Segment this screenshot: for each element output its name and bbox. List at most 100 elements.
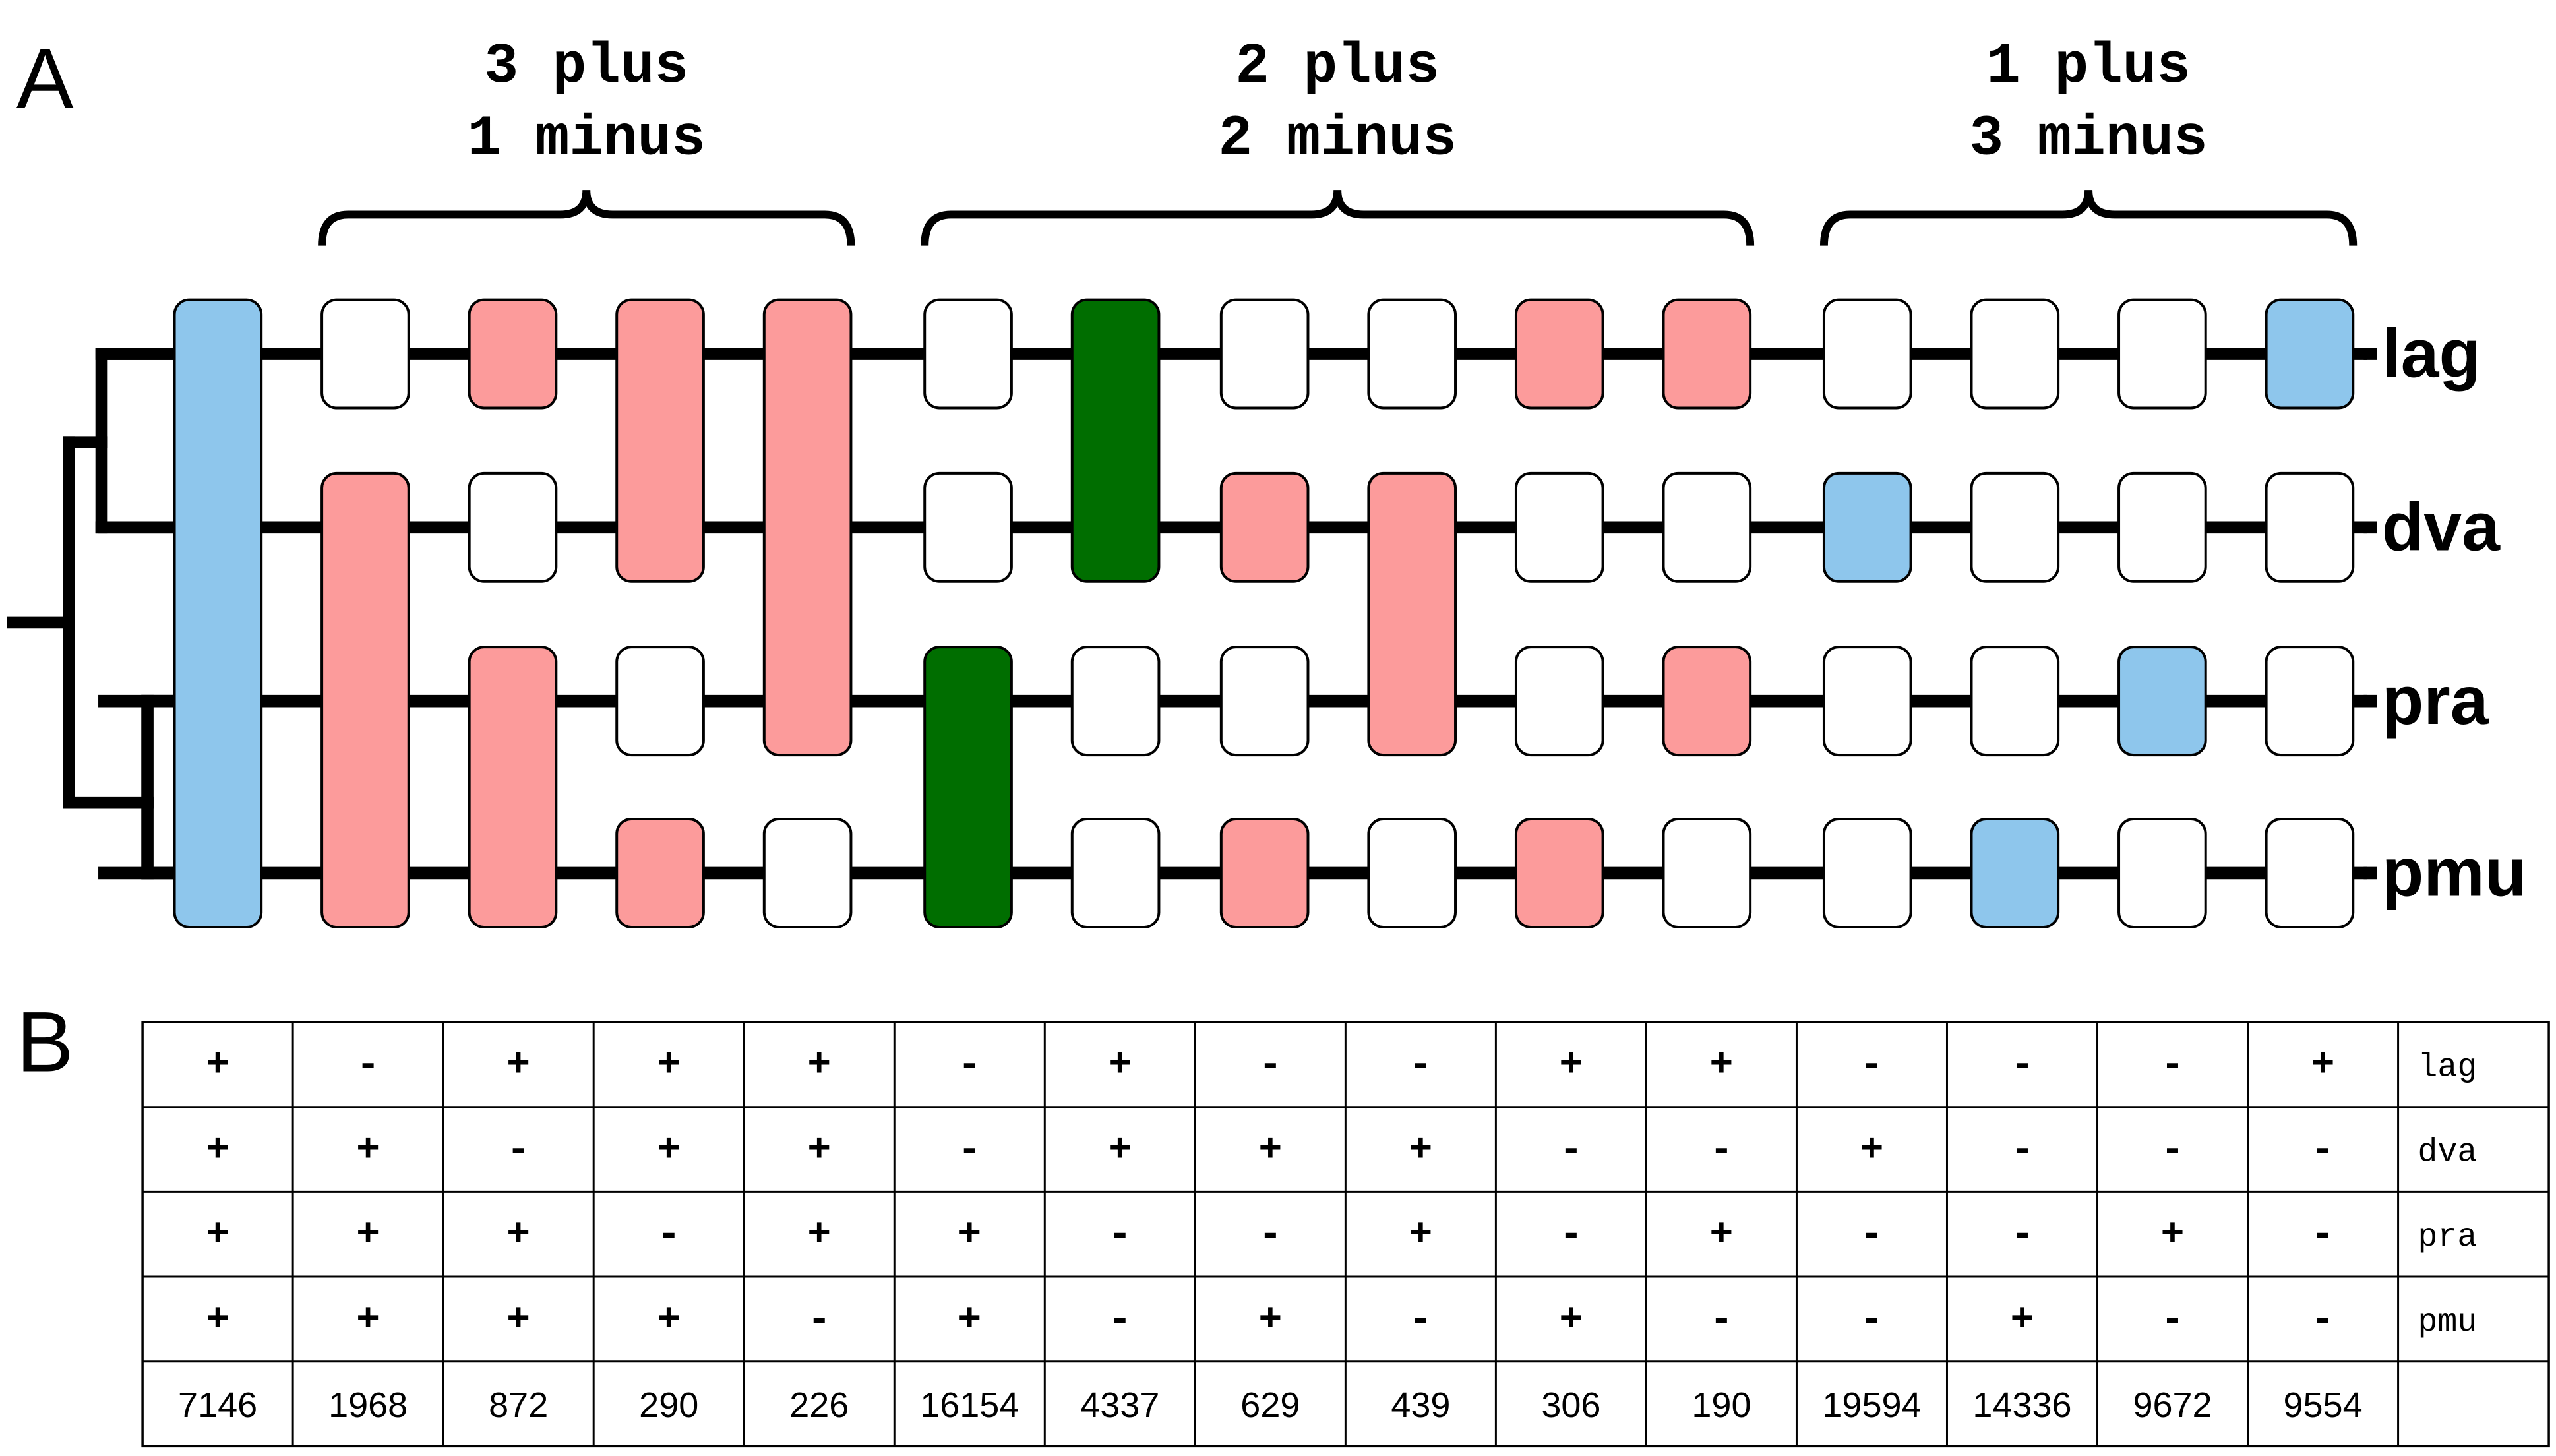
table-cell-count: 14336: [1972, 1385, 2071, 1425]
presence-box: [762, 298, 853, 757]
table-cell-sign: +: [1709, 1044, 1733, 1089]
absence-box: [1367, 818, 1457, 928]
table-cell-sign: -: [1108, 1213, 1132, 1258]
table-cell-sign: -: [807, 1298, 831, 1343]
absence-box: [2265, 646, 2355, 757]
table-cell-sign: -: [1108, 1298, 1132, 1343]
absence-box: [320, 298, 410, 410]
table-cell-sign: +: [807, 1044, 831, 1089]
table-cell-count: 629: [1240, 1385, 1300, 1425]
table-cell-sign: +: [2311, 1044, 2335, 1089]
presence-table: ++++7146-+++1968+-++872++-+290+++-226--+…: [141, 1021, 2550, 1448]
table-cell-sign: +: [206, 1128, 229, 1173]
table-cell-count: 439: [1391, 1385, 1450, 1425]
table-cell-sign: -: [1860, 1044, 1883, 1089]
table-cell-sign: -: [2311, 1213, 2335, 1258]
phylogenetic-tree: [7, 348, 187, 880]
panel-b-label: B: [16, 994, 74, 1090]
table-cell-sign: -: [2311, 1298, 2335, 1343]
table-species-lag: lag: [2418, 1049, 2477, 1087]
absence-box: [923, 471, 1013, 583]
table-cell-sign: +: [506, 1213, 530, 1258]
table-cell-count: 872: [489, 1385, 548, 1425]
table-cell-sign: +: [807, 1128, 831, 1173]
table-cell-sign: -: [958, 1044, 981, 1089]
table-cell-sign: -: [958, 1128, 981, 1173]
table-cell-sign: +: [958, 1298, 981, 1343]
table-species-pmu: pmu: [2418, 1304, 2477, 1341]
table-cell-sign: +: [657, 1298, 681, 1343]
presence-box: [2265, 298, 2355, 410]
table-cell-sign: +: [1258, 1128, 1282, 1173]
table-cell-sign: +: [1860, 1128, 1883, 1173]
table-cell-count: 190: [1691, 1385, 1751, 1425]
table-cell-sign: -: [1258, 1213, 1282, 1258]
table-cell-sign: -: [1409, 1298, 1432, 1343]
table-cell-sign: -: [2161, 1044, 2185, 1089]
presence-box: [1070, 298, 1161, 583]
table-cell-sign: +: [206, 1213, 229, 1258]
species-lines: [98, 348, 2377, 880]
absence-box: [2265, 818, 2355, 928]
table-cell-sign: +: [958, 1213, 981, 1258]
absence-box: [1070, 646, 1161, 757]
absence-box: [1970, 471, 2060, 583]
absence-box: [2265, 471, 2355, 583]
table-cell-count: 4337: [1080, 1385, 1159, 1425]
table-cell-sign: -: [2161, 1298, 2185, 1343]
table-cell-sign: +: [2161, 1213, 2185, 1258]
table-cell-count: 290: [639, 1385, 698, 1425]
absence-box: [1970, 646, 2060, 757]
table-cell-sign: -: [356, 1044, 380, 1089]
group-label-line1: 1 plus: [1986, 34, 2191, 99]
table-cell-sign: +: [657, 1128, 681, 1173]
presence-box: [1662, 646, 1752, 757]
absence-box: [615, 646, 705, 757]
table-cell-sign: -: [506, 1128, 530, 1173]
table-species-pra: pra: [2418, 1219, 2477, 1256]
presence-box: [320, 471, 410, 928]
table-cell-sign: +: [356, 1128, 380, 1173]
table-cell-sign: -: [1860, 1298, 1883, 1343]
presence-box: [615, 818, 705, 928]
presence-box: [1970, 818, 2060, 928]
group-label-line1: 2 plus: [1235, 34, 1440, 99]
table-cell-count: 16154: [920, 1385, 1019, 1425]
table-cell-sign: -: [2010, 1044, 2034, 1089]
table-cell-count: 9672: [2133, 1385, 2212, 1425]
table-cell-sign: +: [356, 1213, 380, 1258]
absence-box: [1219, 646, 1310, 757]
table-cell-sign: +: [206, 1044, 229, 1089]
table-cell-sign: -: [1258, 1044, 1282, 1089]
species-label-pra: pra: [2382, 663, 2489, 739]
table-cell-sign: +: [1709, 1213, 1733, 1258]
table-cell-count: 19594: [1822, 1385, 1921, 1425]
table-cell-sign: +: [1559, 1298, 1583, 1343]
species-label-pmu: pmu: [2382, 835, 2527, 911]
absence-box: [923, 298, 1013, 410]
table-cell-sign: +: [807, 1213, 831, 1258]
table-cell-sign: -: [1709, 1298, 1733, 1343]
group-brace-2: [921, 189, 1755, 246]
absence-box: [2117, 298, 2207, 410]
table-cell-sign: +: [1409, 1128, 1432, 1173]
absence-box: [762, 818, 853, 928]
absence-box: [468, 471, 558, 583]
table-cell-sign: +: [1258, 1298, 1282, 1343]
absence-box: [1070, 818, 1161, 928]
table-cell-sign: +: [1108, 1128, 1132, 1173]
species-label-dva: dva: [2382, 489, 2501, 566]
presence-box: [468, 646, 558, 928]
presence-box: [173, 298, 263, 928]
table-species-dva: dva: [2418, 1134, 2477, 1171]
presence-boxes: [173, 298, 2355, 928]
presence-box: [2117, 646, 2207, 757]
presence-box: [615, 298, 705, 583]
table-cell-count: 7146: [178, 1385, 257, 1425]
group-label-line2: 2 minus: [1219, 106, 1457, 171]
absence-box: [2117, 818, 2207, 928]
table-cell-sign: -: [1860, 1213, 1883, 1258]
presence-box: [1514, 818, 1604, 928]
